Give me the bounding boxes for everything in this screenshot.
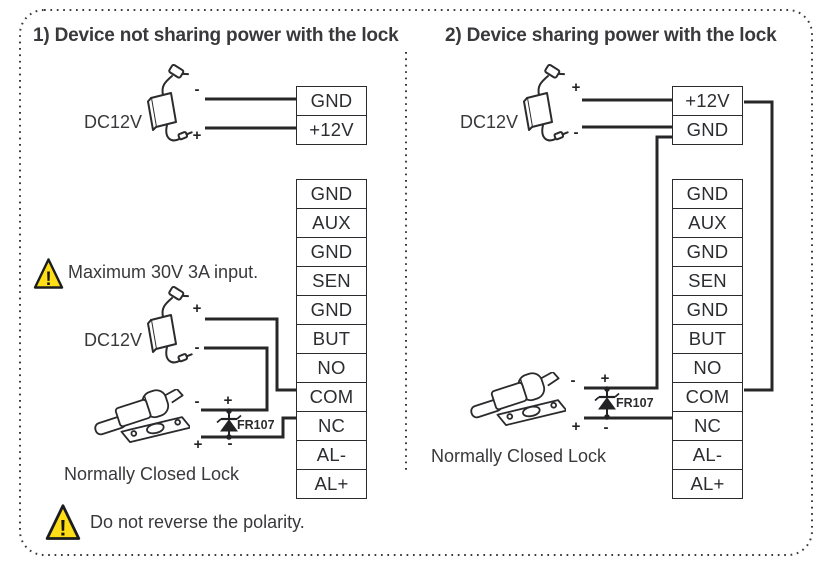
p1-lock-caption: Normally Closed Lock	[64, 464, 240, 484]
p2-psu-minus: -	[573, 124, 579, 141]
terminal-12v: +12V	[297, 115, 366, 144]
terminal-aux: AUX	[673, 208, 742, 237]
warning-icon: !	[33, 258, 64, 290]
terminal-com: COM	[297, 382, 366, 411]
wire-p2-gnd-to-lock	[584, 135, 672, 390]
p2-psu-label: DC12V	[460, 112, 519, 132]
p1-lock-top-plus: +	[223, 392, 233, 409]
p1-psu-bottom-plus: +	[192, 300, 202, 317]
panel2-title: 2) Device sharing power with the lock	[445, 25, 777, 46]
power-adapter-icon	[523, 63, 570, 142]
wire-p1-lockpsu-negative-to-lock	[201, 346, 269, 412]
p1-lock-bottom-minus: -	[227, 435, 233, 452]
terminal-gnd: GND	[673, 237, 742, 266]
diode-fr107-icon	[594, 386, 620, 420]
terminal-com: COM	[673, 382, 742, 411]
diode-fr107-icon	[216, 408, 242, 440]
terminal-aux: AUX	[297, 208, 366, 237]
p1-diode-label: FR107	[237, 418, 275, 432]
terminal-nc: NC	[673, 411, 742, 440]
terminal-sen: SEN	[673, 266, 742, 295]
terminal-but: BUT	[297, 324, 366, 353]
terminal-nc: NC	[297, 411, 366, 440]
warning-icon: !	[45, 504, 81, 541]
p1-power-block: GND +12V	[296, 86, 367, 145]
terminal-gnd: GND	[297, 295, 366, 324]
terminal-sen: SEN	[297, 266, 366, 295]
terminal-al-plus: AL+	[673, 469, 742, 498]
p1-psu-bottom-label: DC12V	[84, 330, 143, 350]
terminal-al-minus: AL-	[297, 440, 366, 469]
p2-lock-top-minus: -	[570, 372, 576, 389]
terminal-no: NO	[673, 353, 742, 382]
p2-lock-top-plus: +	[600, 370, 610, 387]
terminal-gnd: GND	[673, 295, 742, 324]
p1-polarity-warning: Do not reverse the polarity.	[90, 512, 305, 532]
wire-p1-lock-to-nc	[201, 416, 296, 439]
terminal-12v: +12V	[685, 90, 730, 111]
power-adapter-icon	[147, 63, 194, 142]
panel-border	[19, 9, 813, 556]
p1-psu-bottom-minus: -	[194, 339, 200, 356]
bolt-lock-icon	[466, 372, 566, 431]
terminal-gnd: GND	[310, 90, 353, 111]
p2-psu-plus: +	[571, 79, 581, 96]
p1-terminal-block: GND AUX GND SEN GND BUT NO COM NC AL- AL…	[296, 179, 367, 499]
p1-psu-top-plus: +	[192, 127, 202, 144]
terminal-gnd: GND	[297, 237, 366, 266]
terminal-no: NO	[297, 353, 366, 382]
terminal-al-minus: AL-	[673, 440, 742, 469]
p1-lock-bottom-plus: +	[193, 436, 203, 453]
power-adapter-icon	[147, 285, 194, 364]
p2-lock-bottom-plus: +	[571, 418, 581, 435]
p1-lock-top-minus: -	[194, 393, 200, 410]
terminal-but: BUT	[673, 324, 742, 353]
terminal-al-plus: AL+	[297, 469, 366, 498]
terminal-gnd: GND	[673, 115, 742, 144]
warning-exclamation: !	[45, 269, 51, 290]
p1-psu-top-minus: -	[194, 81, 200, 98]
p2-power-block: +12V GND	[672, 86, 743, 145]
bolt-lock-icon	[90, 389, 190, 448]
p2-terminal-block: GND AUX GND SEN GND BUT NO COM NC AL- AL…	[672, 179, 743, 499]
wire-p2-12v-to-com	[744, 100, 774, 392]
terminal-gnd: GND	[310, 183, 353, 204]
panel1-title: 1) Device not sharing power with the loc…	[33, 25, 399, 46]
terminal-gnd: GND	[686, 183, 729, 204]
warning-exclamation: !	[59, 516, 66, 541]
p2-lock-caption: Normally Closed Lock	[431, 446, 607, 466]
p2-lock-bottom-minus: -	[603, 419, 609, 436]
p1-max-input-warning: Maximum 30V 3A input.	[68, 262, 259, 282]
p1-psu-top-label: DC12V	[84, 112, 143, 132]
wire-p1-lockpsu-positive-to-com	[205, 317, 296, 392]
p2-diode-label: FR107	[616, 396, 654, 410]
